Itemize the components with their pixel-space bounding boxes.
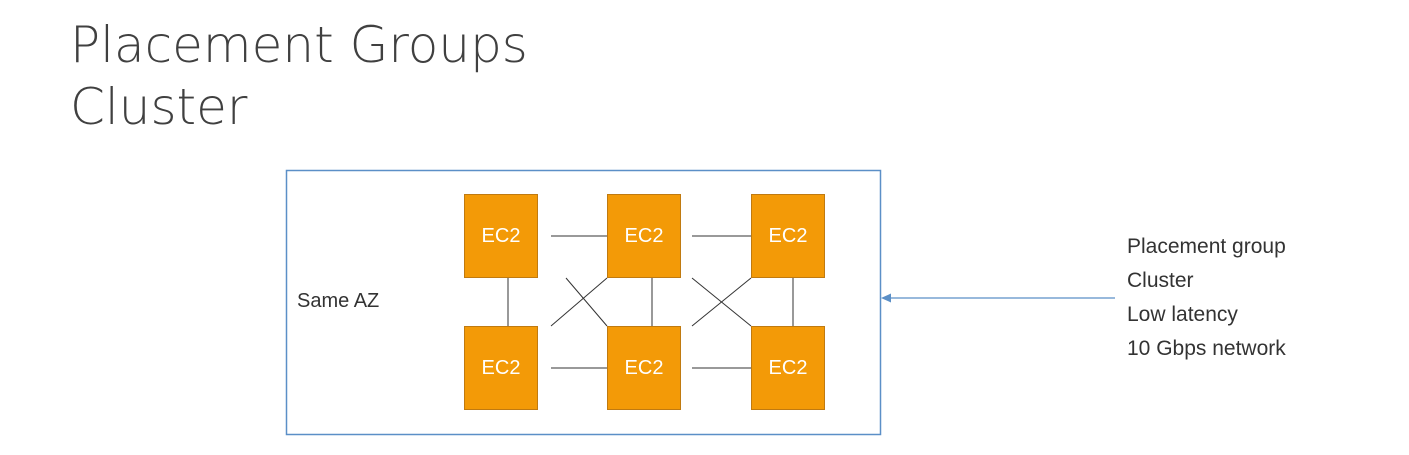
annotation-line: Cluster	[1127, 269, 1194, 292]
arrowhead-icon	[881, 293, 891, 303]
ec2-instance: EC2	[607, 326, 681, 410]
ec2-instance: EC2	[464, 326, 538, 410]
connector	[691, 277, 752, 327]
ec2-instance: EC2	[607, 194, 681, 278]
connector	[550, 277, 608, 327]
placement-group-annotation: Placement group Cluster Low latency 10 G…	[1127, 230, 1286, 366]
availability-zone-box	[285, 169, 882, 436]
connector	[565, 277, 608, 327]
annotation-line: Placement group	[1127, 235, 1286, 258]
ec2-instance: EC2	[751, 194, 825, 278]
ec2-instance: EC2	[464, 194, 538, 278]
slide-title-line-2: Cluster	[70, 78, 248, 136]
annotation-arrow	[881, 293, 1115, 303]
annotation-line: Low latency	[1127, 303, 1238, 326]
node-connectors	[507, 235, 794, 369]
slide-title-line-1: Placement Groups	[70, 16, 528, 74]
slide-title: Placement Groups Cluster	[70, 14, 528, 138]
ec2-instance: EC2	[751, 326, 825, 410]
availability-zone-label: Same AZ	[297, 290, 380, 312]
annotation-line: 10 Gbps network	[1127, 337, 1286, 360]
